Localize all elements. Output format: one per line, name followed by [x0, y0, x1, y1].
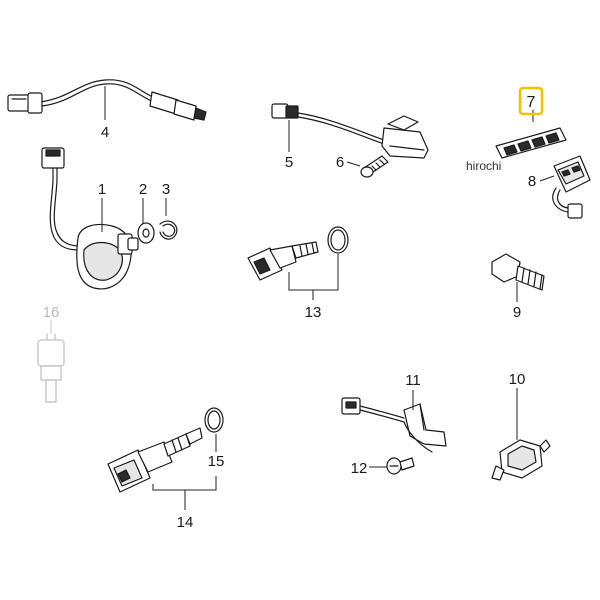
callout-14[interactable]: 14 — [177, 514, 194, 531]
callout-7-highlight-box — [518, 86, 544, 116]
callout-10[interactable]: 10 — [509, 371, 526, 388]
callout-1[interactable]: 1 — [98, 181, 106, 198]
part-9-bolt — [491, 253, 545, 291]
part-13-o-ring — [327, 226, 349, 254]
part-2-washer — [137, 222, 155, 244]
callout-16[interactable]: 16 — [43, 304, 60, 321]
part-5-cable-switch — [271, 103, 429, 159]
callout-7[interactable]: 7 — [527, 94, 536, 111]
callout-8[interactable]: 8 — [528, 173, 536, 190]
callout-12[interactable]: 12 — [351, 460, 368, 477]
part-11-cable-bracket — [341, 397, 447, 453]
leader-lines — [50, 86, 555, 510]
callout-5[interactable]: 5 — [285, 154, 293, 171]
callout-6[interactable]: 6 — [336, 154, 344, 171]
part-15-o-ring — [204, 407, 224, 433]
part-16-sensor-faded — [37, 333, 65, 403]
part-6-screw — [360, 155, 389, 178]
watermark-text: hirochi — [466, 159, 501, 173]
part-8-connector-plug — [552, 155, 591, 219]
callout-4[interactable]: 4 — [101, 124, 109, 141]
part-7-connector-seal — [495, 127, 567, 159]
callout-11[interactable]: 11 — [405, 372, 421, 389]
part-12-screw — [386, 457, 415, 475]
part-14-sensor — [107, 427, 203, 493]
callout-2[interactable]: 2 — [139, 181, 147, 198]
part-4-cable-sensor — [7, 79, 207, 121]
callout-13[interactable]: 13 — [305, 304, 322, 321]
callout-9[interactable]: 9 — [513, 304, 521, 321]
callout-15[interactable]: 15 — [208, 453, 225, 470]
part-1-switch-assembly — [41, 147, 139, 290]
callout-3[interactable]: 3 — [162, 181, 170, 198]
part-13-sensor — [247, 241, 319, 281]
part-3-circlip — [159, 220, 178, 240]
part-10-pressure-switch — [491, 439, 551, 481]
